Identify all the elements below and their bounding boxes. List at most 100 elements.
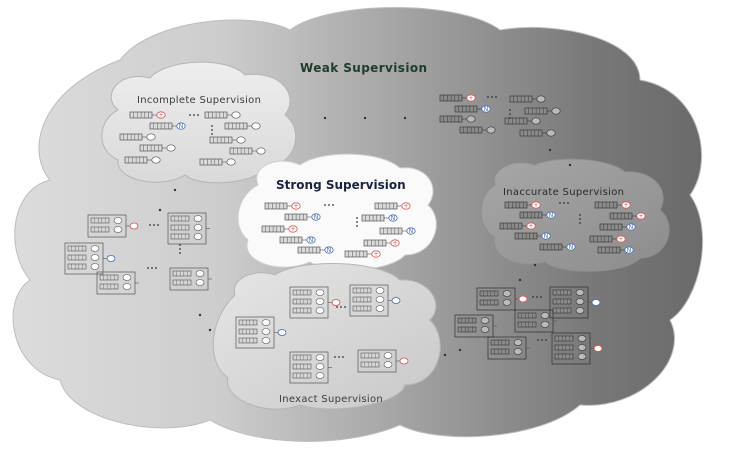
ellipsis-dot	[179, 244, 181, 246]
svg-text:N: N	[629, 224, 634, 231]
svg-text:+: +	[392, 240, 397, 247]
svg-text:+: +	[293, 203, 298, 210]
instance: +	[374, 202, 411, 210]
negative-label-icon	[591, 299, 601, 306]
instance	[119, 133, 156, 141]
instance-bag	[454, 314, 497, 338]
ellipsis-dot	[211, 133, 213, 135]
positive-label-icon	[593, 345, 603, 352]
ellipsis-dot	[579, 222, 581, 224]
negative-label-icon	[311, 213, 321, 221]
positive-label-icon	[399, 357, 409, 365]
ellipsis-dot	[356, 217, 358, 219]
instance	[439, 115, 476, 123]
instance	[524, 107, 561, 115]
instance: N	[454, 105, 491, 113]
instance-bag	[487, 336, 530, 360]
ellipsis-dot	[509, 113, 511, 115]
instance-bag	[514, 309, 557, 333]
svg-text:N: N	[484, 106, 489, 113]
ellipsis-dot	[153, 224, 155, 226]
svg-text:N: N	[309, 237, 314, 244]
positive-label-icon	[401, 202, 411, 210]
positive-label-icon	[291, 202, 301, 210]
ellipsis-dot	[540, 296, 542, 298]
instance: N	[597, 246, 634, 254]
negative-label-icon	[626, 223, 636, 231]
strong-supervision-cloud	[237, 153, 437, 271]
instance	[229, 147, 266, 155]
positive-label-icon	[621, 201, 631, 209]
inaccurate-supervision-cloud	[480, 158, 670, 272]
svg-text:+: +	[618, 236, 623, 243]
weak-supervision-title: Weak Supervision	[300, 61, 427, 75]
instance: +	[344, 250, 381, 258]
negative-label-icon	[176, 122, 186, 130]
instance: N	[519, 211, 556, 219]
inaccurate-supervision-title: Inaccurate Supervision	[503, 187, 624, 198]
ellipsis-dot	[211, 129, 213, 131]
instance-bag	[349, 284, 401, 317]
positive-label-icon	[466, 94, 476, 102]
instance: +	[439, 94, 476, 102]
negative-label-icon	[391, 297, 401, 304]
ellipsis-dot	[567, 202, 569, 204]
ellipsis-dot	[537, 339, 539, 341]
instance	[504, 117, 541, 125]
ellipsis-dot	[579, 214, 581, 216]
ellipsis-dot	[495, 96, 497, 98]
ellipsis-dot	[559, 202, 561, 204]
instance-bag	[96, 271, 139, 295]
ellipsis-dot	[509, 117, 511, 119]
instance: N	[297, 246, 334, 254]
instance-bag	[289, 286, 341, 319]
instance: N	[539, 243, 576, 251]
ellipsis-dot	[189, 114, 191, 116]
negative-label-icon	[324, 246, 334, 254]
ellipsis-dot	[356, 225, 358, 227]
ellipsis-dot	[147, 267, 149, 269]
negative-label-icon	[277, 329, 287, 336]
ellipsis-dot	[336, 306, 338, 308]
positive-label-icon	[331, 299, 341, 306]
positive-label-icon	[288, 225, 298, 233]
instance: N	[599, 223, 636, 231]
instance-bag	[289, 351, 332, 384]
ellipsis-dot	[491, 96, 493, 98]
positive-label-icon	[531, 201, 541, 209]
ellipsis-dot	[332, 204, 334, 206]
svg-text:N: N	[179, 123, 184, 130]
instance	[204, 111, 241, 119]
instance-bag	[476, 287, 528, 311]
strong-supervision-title: Strong Supervision	[276, 178, 406, 192]
ellipsis-dot	[532, 296, 534, 298]
negative-label-icon	[481, 105, 491, 113]
negative-label-icon	[388, 214, 398, 222]
ellipsis-dot	[541, 339, 543, 341]
ellipsis-dot	[487, 96, 489, 98]
instance-bag	[357, 349, 409, 373]
instance-bag	[169, 267, 212, 291]
ellipsis-dot	[324, 204, 326, 206]
svg-text:+: +	[533, 202, 538, 209]
ellipsis-dot	[211, 125, 213, 127]
instance: N	[279, 236, 316, 244]
svg-text:N: N	[569, 244, 574, 251]
instance: N	[284, 213, 321, 221]
instance: +	[261, 225, 298, 233]
instance-bag	[64, 242, 116, 275]
ellipsis-dot	[563, 202, 565, 204]
svg-text:N: N	[314, 214, 319, 221]
ellipsis-dot	[179, 252, 181, 254]
instance	[199, 158, 236, 166]
ellipsis-dot	[536, 296, 538, 298]
svg-text:+: +	[528, 223, 533, 230]
positive-label-icon	[518, 295, 528, 303]
positive-label-icon	[129, 222, 139, 230]
instance: +	[499, 222, 536, 230]
ellipsis-dot	[197, 114, 199, 116]
positive-label-icon	[526, 222, 536, 230]
instance-bag	[167, 212, 210, 245]
positive-label-icon	[371, 250, 381, 258]
